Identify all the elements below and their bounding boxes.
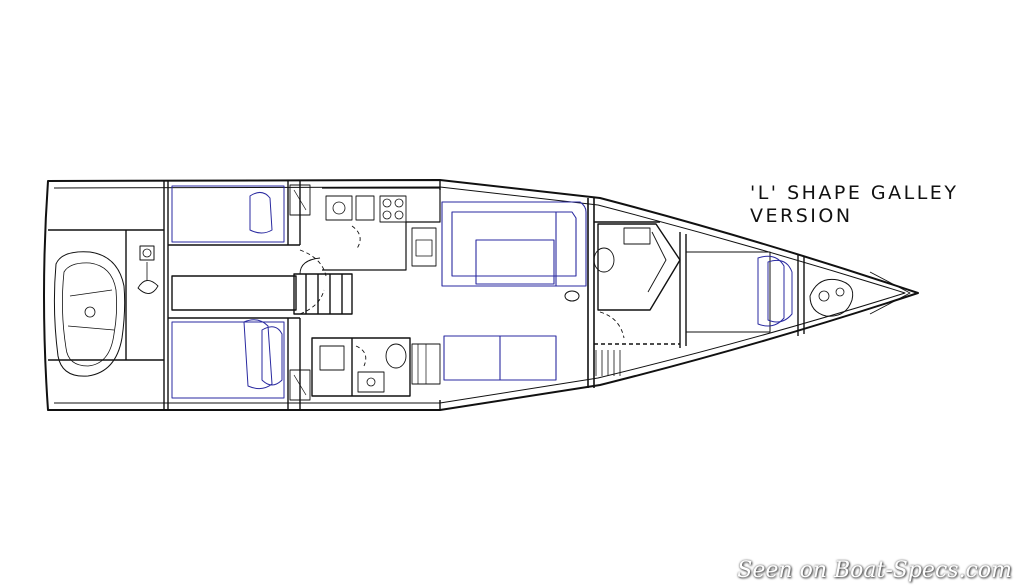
source-watermark: Seen on Boat-Specs.com <box>737 558 1012 583</box>
forward-head <box>593 223 681 339</box>
aft-cabins <box>168 181 327 410</box>
layout-caption-line-1: 'L' SHAPE GALLEY <box>750 182 959 204</box>
main-bulkhead <box>587 198 680 388</box>
layout-caption-line-2: VERSION <box>750 205 853 227</box>
forward-cabin <box>679 232 805 348</box>
galley <box>322 187 441 271</box>
hull-outline <box>43 179 919 411</box>
salon-seating <box>441 201 587 381</box>
stern-compartment <box>48 181 169 410</box>
aft-head <box>311 337 441 397</box>
engine-box-and-steps <box>171 257 353 315</box>
floor-grate <box>595 350 621 376</box>
anchor-locker <box>809 271 911 317</box>
